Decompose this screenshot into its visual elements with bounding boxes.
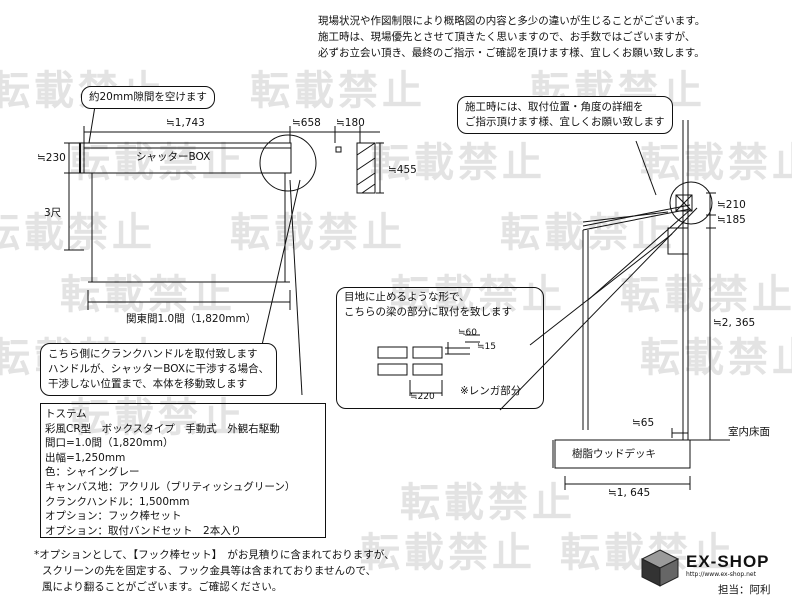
spec-line-crank: クランクハンドル：1,500mm [45, 495, 190, 508]
deck-label: 樹脂ウッドデッキ [572, 448, 656, 460]
spec-line-width: 間口=1.0間（1,820mm） [45, 437, 174, 450]
gap-callout: 約20mm隙間を空けます [81, 86, 215, 109]
dim-1743: ≒1,743 [166, 117, 205, 129]
watermark: 転載禁止 [400, 480, 576, 526]
watermark: 転載禁止 [370, 140, 546, 186]
header-note-3: 必ずお立会い頂き、最終のご指示・ご確認を頂けます様、宜しくお願い致します。 [318, 47, 705, 59]
spec-line-color: 色：シャイングレー [45, 466, 140, 479]
spec-line-projection: 出幅=1,250mm [45, 451, 126, 464]
ex-shop-logo-icon [640, 548, 680, 588]
wall-post-section [356, 142, 376, 194]
logo-brand: EX-SHOP [686, 552, 770, 571]
watermark: 転載禁止 [0, 210, 156, 256]
dim-658: ≒658 [292, 117, 321, 129]
shutter-box-outline [83, 142, 292, 174]
crank-note-line-2: ハンドルが、シャッターBOXに干渉する場合、 [48, 363, 270, 375]
dim-455: ≒455 [388, 164, 417, 176]
spec-line-maker: トステム [45, 408, 87, 420]
watermark: 転載禁止 [250, 68, 426, 114]
crank-note-line-1: こちら側にクランクハンドルを取付致します [48, 348, 258, 360]
watermark: 転載禁止 [620, 272, 792, 318]
brick-note-line-2: こちらの梁の部分に取付を致します [344, 306, 512, 318]
crank-note-line-3: 干渉しない位置まで、本体を移動致します [48, 378, 248, 390]
watermark: 転載禁止 [70, 395, 246, 441]
footer-note-2: スクリーンの先を固定する、フック金具等は含まれておりませんので、 [42, 565, 377, 577]
crank-note: こちら側にクランクハンドルを取付致します ハンドルが、シャッターBOXに干渉する… [40, 343, 278, 396]
watermark: 転載禁止 [360, 530, 536, 576]
staff-label: 担当：阿利 [718, 584, 771, 596]
mount-note-line-1: 施工時には、取付位置・角度の詳細を [465, 101, 644, 113]
floor-label: 室内床面 [728, 426, 770, 438]
header-note-2: 施工時は、現場優先とさせて頂きたく思いますので、お手数ではございますが、 [318, 31, 696, 43]
dim-2365: ≒2, 365 [713, 317, 756, 329]
dim-65: ≒65 [632, 417, 655, 429]
watermark: 転載禁止 [640, 140, 792, 186]
spec-box: トステム 彩風CR型 ボックスタイプ 手動式 外観右駆動 間口=1.0間（1,8… [40, 403, 326, 538]
spec-line-model: 彩風CR型 ボックスタイプ 手動式 外観右駆動 [45, 422, 280, 435]
watermark: 転載禁止 [640, 335, 792, 381]
dim-180: ≒180 [336, 117, 365, 129]
mount-note-line-2: ご指示頂けます様、宜しくお願い致します [465, 116, 665, 128]
mount-note: 施工時には、取付位置・角度の詳細を ご指示頂けます様、宜しくお願い致します [457, 96, 673, 134]
spec-line-option-2: オプション：取付バンドセット 2本入り [45, 524, 242, 537]
wall-block [667, 227, 689, 255]
dim-185: ≒185 [717, 214, 746, 226]
dim-60: ≒60 [458, 328, 478, 338]
shutter-box-label: シャッターBOX [136, 151, 211, 163]
watermark: 転載禁止 [390, 272, 566, 318]
spec-line-canvas: キャンバス地：アクリル（ブリティッシュグリーン） [45, 480, 296, 493]
height-label: 3尺 [44, 207, 62, 219]
watermark: 転載禁止 [60, 272, 236, 318]
brick-label: ※レンガ部分 [460, 385, 522, 397]
dim-15: ≒15 [477, 342, 497, 352]
span-label: 関東間1.0間（1,820mm） [126, 313, 257, 325]
dim-230: ≒230 [37, 152, 66, 164]
logo-url: http://www.ex-shop.net [686, 571, 756, 578]
footer-note-1: *オプションとして、【フック棒セット】 がお見積りに含まれておりますが、 [34, 549, 395, 561]
footer-note-3: 風により翻ることがございます。ご確認ください。 [42, 581, 283, 593]
brick-note-line-1: 目地に止めるような形で、 [344, 291, 470, 303]
dim-1645: ≒1, 645 [608, 487, 651, 499]
header-note-1: 現場状況や作図制限により概略図の内容と多少の違いが生じることがございます。 [318, 15, 706, 27]
spec-line-option-1: オプション：フック棒セット [45, 510, 182, 523]
dim-220: ≒220 [410, 392, 435, 402]
dim-210: ≒210 [717, 199, 746, 211]
brick-detail-panel [336, 287, 544, 409]
watermark: 転載禁止 [230, 210, 406, 256]
